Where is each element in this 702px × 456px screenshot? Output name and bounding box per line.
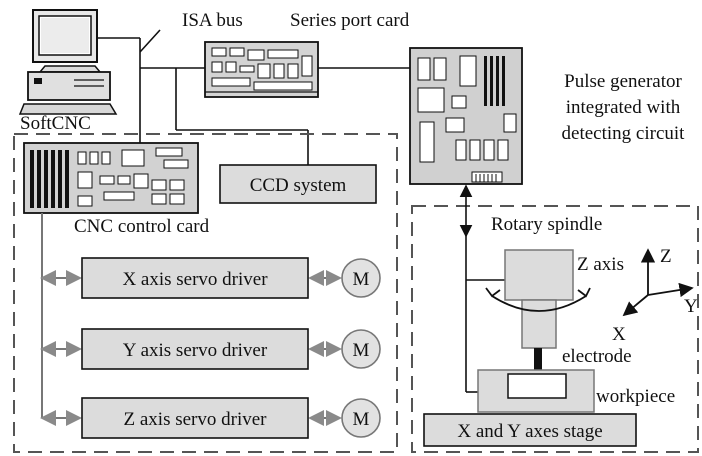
- series-port-card-label: Series port card: [290, 10, 410, 31]
- isa-bus-label: ISA bus: [182, 10, 243, 31]
- y-servo-label: Y axis servo driver: [123, 340, 268, 361]
- series-port-card: [204, 41, 319, 98]
- motor-y-label: M: [353, 340, 370, 361]
- stage-box: [423, 413, 637, 447]
- coordinate-axes: [622, 248, 694, 317]
- workpiece-label: workpiece: [596, 386, 675, 407]
- z-servo-box: [81, 397, 309, 439]
- motor-x-label: M: [353, 269, 370, 290]
- ccd-system-label: CCD system: [250, 175, 347, 196]
- z-servo-label: Z axis servo driver: [124, 409, 268, 430]
- rotary-spindle-label: Rotary spindle: [491, 214, 602, 235]
- axis-x-label: X: [612, 324, 626, 345]
- right-dashed-region: [411, 205, 699, 453]
- ccd-system-box: [219, 164, 377, 204]
- electrode-label: electrode: [562, 346, 632, 367]
- cnc-control-card: [23, 142, 199, 214]
- left-dashed-region: [13, 133, 398, 453]
- workpiece: [477, 369, 595, 413]
- spindle: [485, 249, 591, 349]
- x-servo-box: [81, 257, 309, 299]
- pulse-generator-label-2: integrated with: [566, 97, 681, 118]
- pulse-generator-label-1: Pulse generator: [564, 71, 682, 92]
- computer-icon: [18, 9, 118, 115]
- softcnc-label: SoftCNC: [20, 113, 91, 134]
- stage-label: X and Y axes stage: [457, 421, 602, 442]
- cnc-control-card-label: CNC control card: [74, 216, 210, 237]
- y-servo-box: [81, 328, 309, 370]
- motor-z: [341, 398, 381, 438]
- axis-y-label: Y: [684, 296, 698, 317]
- motor-y: [341, 329, 381, 369]
- pulse-generator-card: [409, 47, 523, 185]
- isa-bus-lines: [97, 29, 410, 165]
- axis-z-label: Z: [660, 246, 672, 267]
- x-servo-label: X axis servo driver: [122, 269, 268, 290]
- servo-bus: [40, 213, 342, 426]
- motor-z-label: M: [353, 409, 370, 430]
- z-axis-label: Z axis: [577, 254, 624, 275]
- motor-x: [341, 258, 381, 298]
- pulse-link: [459, 184, 505, 393]
- pulse-generator-label-3: detecting circuit: [562, 123, 686, 144]
